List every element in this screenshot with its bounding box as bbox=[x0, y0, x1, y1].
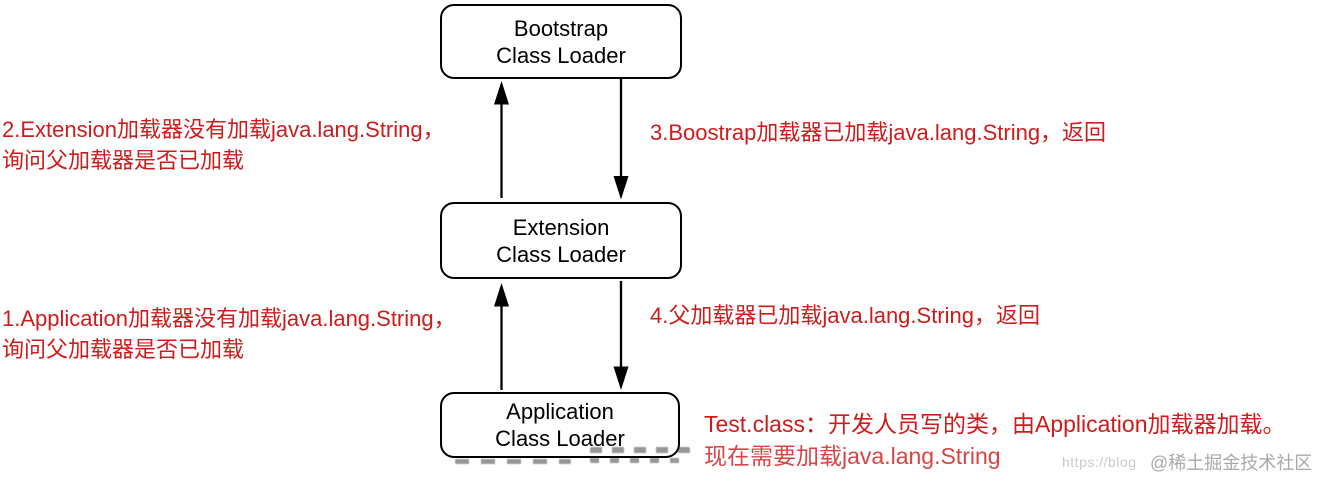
annotation-test-class: Test.class：开发人员写的类，由Application加载器加载。 现在… bbox=[704, 408, 1286, 472]
annotation-step1-line2: 询问父加载器是否已加载 bbox=[2, 337, 245, 362]
bootstrap-box-label-line1: Bootstrap bbox=[513, 15, 609, 41]
annotation-step2-line2: 询问父加载器是否已加载 bbox=[2, 148, 245, 173]
annotation-step1: 1.Application加载器没有加载java.lang.String， 询问… bbox=[2, 303, 456, 365]
annotation-step1-line1: 1.Application加载器没有加载java.lang.String， bbox=[2, 306, 456, 331]
annotation-step3: 3.Boostrap加载器已加载java.lang.String，返回 bbox=[650, 120, 1107, 145]
annotation-step4: 4.父加载器已加载java.lang.String，返回 bbox=[650, 303, 1040, 328]
extension-class-loader-box: Extension Class Loader bbox=[440, 202, 682, 279]
application-box-label-line2: Class Loader bbox=[495, 426, 625, 451]
application-box-label-line1: Application bbox=[506, 399, 614, 424]
arrowhead-up-icon bbox=[494, 81, 509, 105]
watermark-url: https://blog bbox=[1062, 454, 1137, 470]
arrow-down-bootstrap-to-extension bbox=[613, 79, 629, 200]
compression-artifact-right bbox=[590, 447, 690, 463]
arrow-up-application-to-extension bbox=[494, 283, 509, 390]
watermark-community: @稀土掘金技术社区 bbox=[1150, 453, 1313, 473]
bootstrap-class-loader-box: Bootstrap Class Loader bbox=[440, 4, 682, 79]
annotation-test-class-line1: Test.class：开发人员写的类，由Application加载器加载。 bbox=[704, 411, 1286, 437]
compression-artifact-left bbox=[455, 459, 571, 464]
extension-box-label-line2: Class Loader bbox=[496, 241, 626, 267]
arrow-down-extension-to-application bbox=[613, 281, 629, 390]
annotation-step2-line1: 2.Extension加载器没有加载java.lang.String， bbox=[2, 117, 445, 142]
arrowhead-up-icon bbox=[494, 283, 509, 307]
application-class-loader-box: Application Class Loader bbox=[440, 392, 680, 458]
annotation-test-class-line2: 现在需要加载java.lang.String bbox=[704, 443, 1001, 469]
arrowhead-down-icon bbox=[613, 366, 629, 390]
extension-box-label-line1: Extension bbox=[512, 214, 610, 240]
arrow-up-extension-to-bootstrap bbox=[494, 81, 509, 198]
bootstrap-box-label-line2: Class Loader bbox=[496, 42, 626, 68]
arrowhead-down-icon bbox=[613, 176, 629, 200]
annotation-step2: 2.Extension加载器没有加载java.lang.String， 询问父加… bbox=[2, 114, 445, 176]
